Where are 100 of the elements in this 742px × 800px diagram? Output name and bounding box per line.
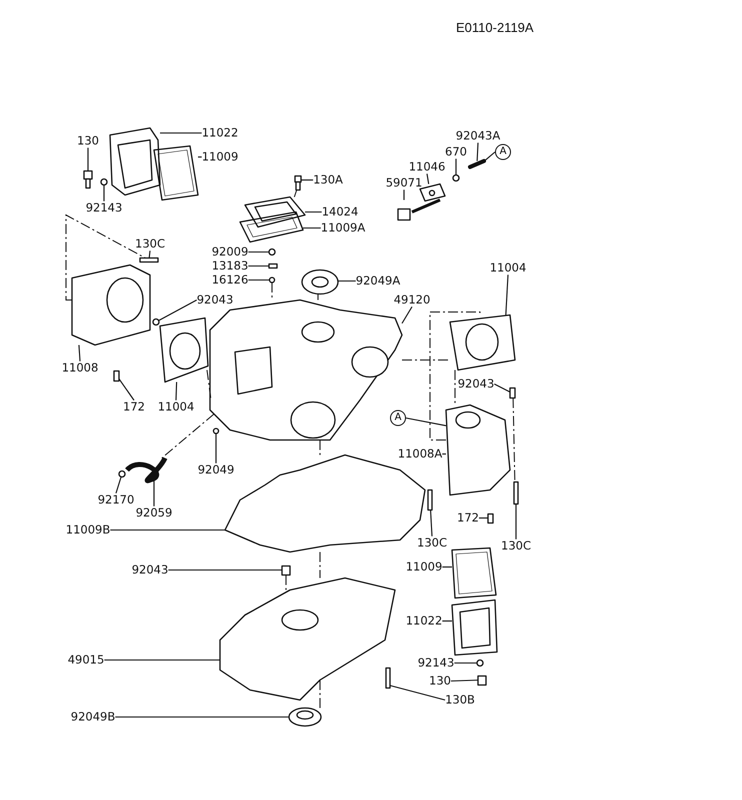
leader-line [248, 265, 269, 267]
leader-line [301, 179, 314, 181]
callout-number: 11009 [202, 150, 238, 164]
reference-mark: A [495, 144, 511, 160]
leader-line [198, 156, 202, 158]
bolt [294, 175, 302, 191]
assembly-line [454, 370, 456, 406]
callout-number: 92043 [196, 293, 234, 307]
callout-number: 130A [313, 173, 343, 187]
leader-line [115, 716, 289, 718]
callout-number: 16126 [212, 273, 248, 287]
callout-number: 130C [135, 237, 165, 251]
leader-line [402, 306, 412, 324]
leader-line [115, 476, 122, 494]
callout-number: 92043A [456, 129, 500, 143]
leader-line [168, 569, 282, 571]
leader-line [390, 685, 446, 701]
callout-number: 92059 [136, 506, 172, 520]
callout-number: 92049B [70, 710, 116, 724]
leader-line [103, 185, 105, 202]
leader-line [454, 662, 477, 664]
bolt [427, 489, 433, 511]
gasket [239, 211, 304, 243]
leader-line [403, 190, 405, 200]
callout-number: 11009A [320, 221, 366, 235]
gasket [451, 547, 497, 599]
reference-mark: A [390, 410, 406, 426]
callout-number: 130C [417, 536, 447, 550]
cylinder-head [445, 404, 511, 496]
callout-number: 49015 [68, 653, 104, 667]
bolt [268, 248, 276, 256]
callout-number: 11022 [406, 614, 442, 628]
callout-number: 130C [501, 539, 531, 553]
washer [100, 178, 108, 186]
leader-line [442, 566, 452, 568]
leader-line [118, 378, 134, 401]
leader-line [110, 529, 225, 531]
callout-number: 130 [429, 674, 451, 688]
callout-number: 130B [445, 693, 475, 707]
hose [125, 456, 168, 483]
valve-cover [109, 127, 161, 196]
callout-number: 11009B [66, 523, 110, 537]
drawing-number: E0110-2119A [456, 20, 534, 35]
cylinder-head [71, 264, 151, 346]
leader-line [426, 174, 430, 184]
pin [487, 513, 494, 524]
leader-line [484, 152, 496, 162]
leader-line [406, 417, 446, 426]
assembly-line [66, 214, 146, 300]
callout-number: 11008 [62, 361, 98, 375]
leader-line [505, 274, 509, 316]
plug [212, 428, 220, 434]
leader-line [303, 227, 321, 229]
dowel-pin [281, 565, 291, 576]
dowel-pin [152, 318, 160, 326]
leader-line [248, 251, 269, 253]
small-part [268, 276, 276, 284]
callout-number: 11008A [398, 447, 442, 461]
callout-number: 49120 [394, 293, 430, 307]
leader-line [430, 510, 433, 536]
callout-number: 11046 [408, 160, 446, 174]
bolt [513, 481, 519, 505]
callout-number: 172 [123, 400, 145, 414]
bolt [139, 257, 159, 263]
callout-number: 11004 [490, 261, 526, 275]
assembly-line [294, 190, 298, 198]
callout-number: 92143 [418, 656, 454, 670]
callout-number: 14024 [322, 205, 358, 219]
oil-seal [288, 707, 322, 727]
leader-line [478, 517, 488, 519]
leader-line [338, 280, 356, 282]
callout-number: 92049 [198, 463, 234, 477]
callout-number: 92143 [86, 201, 122, 215]
o-ring [452, 174, 460, 182]
callout-number: 11009 [406, 560, 442, 574]
leader-line [442, 620, 452, 622]
breather-cover [244, 196, 306, 228]
callout-number: 172 [457, 511, 479, 525]
callout-number: 59071 [386, 176, 422, 190]
leader-line [442, 453, 446, 455]
bolt [477, 675, 487, 686]
pin [113, 370, 120, 382]
callout-number: 92170 [98, 493, 134, 507]
leader-line [455, 158, 457, 175]
pin [468, 159, 486, 169]
oil-pan [219, 577, 396, 701]
hose-clamp [118, 470, 126, 478]
leader-line [87, 148, 89, 171]
callout-number: 130 [77, 134, 99, 148]
leader-line [476, 142, 479, 162]
callout-number: 92009 [212, 245, 248, 259]
callout-number: 670 [445, 145, 467, 159]
callout-number: 92043 [458, 377, 494, 391]
callout-number: 11004 [158, 400, 194, 414]
dowel-pin [509, 387, 516, 399]
bolt [385, 667, 391, 689]
gasket [153, 145, 199, 201]
washer [476, 659, 484, 667]
leader-line [160, 132, 202, 134]
head-gasket [159, 317, 209, 383]
